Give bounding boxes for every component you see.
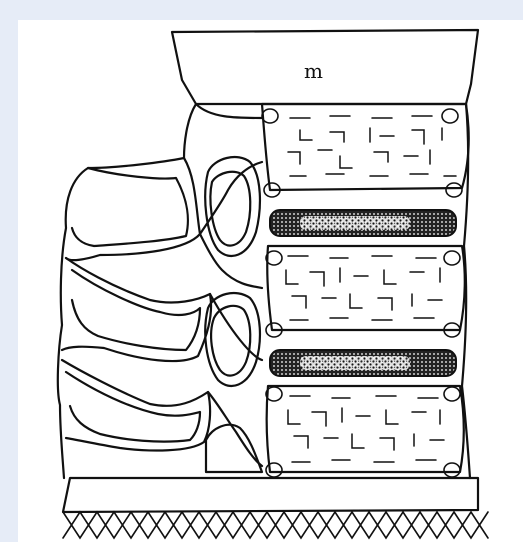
top-block-label: m xyxy=(304,59,323,83)
vertebral-body-lower xyxy=(267,386,464,472)
endplate-nodules xyxy=(262,109,462,477)
posterior-elements xyxy=(58,104,262,478)
vertebral-body-middle xyxy=(267,246,465,330)
neural-foramina xyxy=(205,157,262,472)
top-block: m xyxy=(172,30,478,104)
base-block xyxy=(63,478,488,538)
intervertebral-disc-lower xyxy=(270,350,456,376)
intervertebral-disc-upper xyxy=(270,210,456,236)
vertebral-body-upper xyxy=(262,104,469,190)
